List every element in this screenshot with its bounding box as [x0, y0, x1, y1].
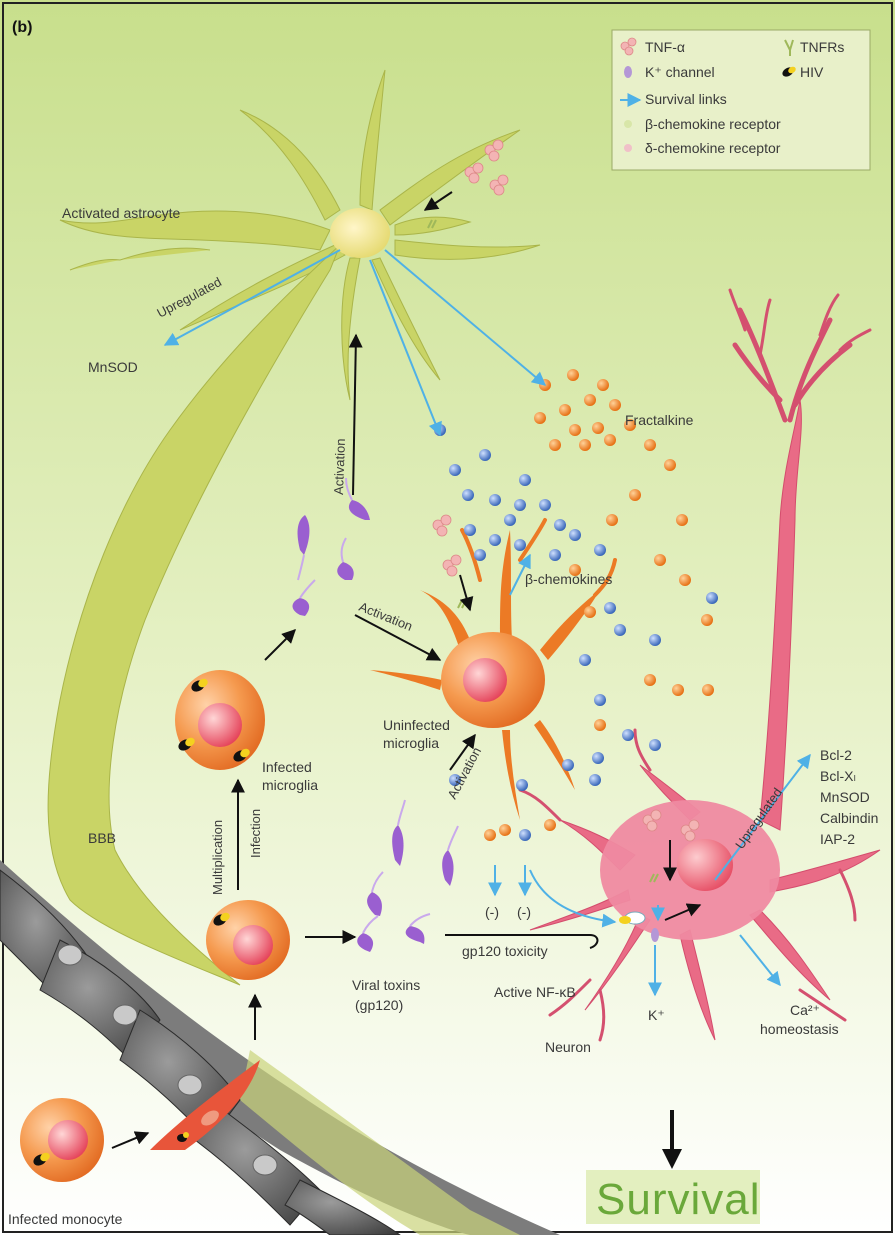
k-channel-icon: [624, 66, 632, 78]
legend-k-channel: K⁺ channel: [645, 64, 715, 80]
beta-receptor-icon: [624, 120, 632, 128]
label-minus-2: (-): [517, 904, 531, 920]
legend-hiv: HIV: [800, 64, 824, 80]
label-survival: Survival: [596, 1175, 761, 1224]
label-activation-vertical: Activation: [331, 438, 348, 495]
label-viral-toxins-1: Viral toxins: [352, 977, 420, 993]
nfkb-complex-2: [619, 916, 631, 924]
label-uninfected-2: microglia: [383, 735, 439, 751]
label-active-nfkb: Active NF-κB: [494, 984, 576, 1000]
label-neuron: Neuron: [545, 1039, 591, 1055]
label-activated-astrocyte: Activated astrocyte: [62, 205, 180, 221]
label-infected-microglia-1: Infected: [262, 759, 312, 775]
legend-survival-links: Survival links: [645, 91, 727, 107]
legend-tnfrs: TNFRs: [800, 39, 844, 55]
label-mnsod-left: MnSOD: [88, 359, 138, 375]
legend-beta-receptor: β-chemokine receptor: [645, 116, 781, 132]
label-ca-1: Ca²⁺: [790, 1002, 820, 1018]
label-bbb: BBB: [88, 830, 116, 846]
label-viral-toxins-2: (gp120): [355, 997, 403, 1013]
label-fractalkine: Fractalkine: [625, 412, 694, 428]
delta-receptor-icon: [624, 144, 632, 152]
infected-microglia-nucleus: [198, 703, 242, 747]
label-infected-microglia-2: microglia: [262, 777, 318, 793]
label-ca-2: homeostasis: [760, 1021, 839, 1037]
neuron-nucleus: [677, 839, 733, 891]
legend-delta-receptor: δ-chemokine receptor: [645, 140, 781, 156]
panel-label: (b): [12, 19, 32, 36]
label-k-plus: K⁺: [648, 1007, 665, 1023]
label-multiplication: Multiplication: [210, 820, 225, 895]
label-calbindin: Calbindin: [820, 810, 878, 826]
label-infection: Infection: [248, 809, 263, 858]
label-infected-monocyte: Infected monocyte: [8, 1211, 123, 1227]
label-gp120-toxicity: gp120 toxicity: [462, 943, 548, 959]
label-mnsod-right: MnSOD: [820, 789, 870, 805]
infected-monocyte-nucleus: [48, 1120, 88, 1160]
label-iap2: IAP-2: [820, 831, 855, 847]
label-bcl2: Bcl-2: [820, 747, 852, 763]
label-minus-1: (-): [485, 904, 499, 920]
legend-box: TNF-α TNFRs K⁺ channel HIV Survival link…: [612, 30, 870, 170]
legend-tnf-alpha: TNF-α: [645, 39, 685, 55]
infected-cell-lower-nucleus: [233, 925, 273, 965]
label-beta-chemokines: β-chemokines: [525, 571, 612, 587]
k-channel: [651, 928, 659, 942]
label-bclx: Bcl-Xₗ: [820, 768, 856, 784]
uninfected-microglia-nucleus: [463, 658, 507, 702]
label-uninfected-1: Uninfected: [383, 717, 450, 733]
